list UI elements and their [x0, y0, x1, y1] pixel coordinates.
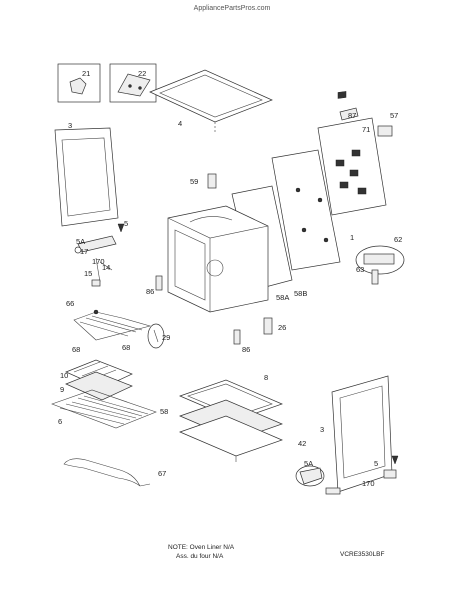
- part-14-terminal[interactable]: [99, 261, 113, 271]
- label-71: 71: [362, 125, 370, 134]
- label-10: 10: [60, 371, 68, 380]
- part-29-fuse[interactable]: [147, 323, 165, 349]
- part-5A-hinge-left[interactable]: [74, 235, 117, 254]
- part-59-sensor[interactable]: [207, 173, 217, 189]
- part-4-top-panel[interactable]: [149, 69, 273, 132]
- oven-cavity-frame[interactable]: [167, 205, 269, 313]
- part-15-wire-connector[interactable]: [91, 257, 101, 287]
- part-3-storage-drawer-front[interactable]: [331, 375, 393, 493]
- label-5-left: 5: [124, 219, 128, 228]
- part-62-switch-housing[interactable]: [355, 245, 405, 275]
- footer-note-line2: Ass. du four N/A: [176, 553, 224, 560]
- part-22-bracket[interactable]: [109, 63, 157, 103]
- label-170-right: 170: [362, 479, 375, 488]
- part-71-rear-panel[interactable]: [317, 91, 387, 216]
- label-170-left: 170: [92, 257, 105, 266]
- label-3-top: 3: [68, 121, 72, 130]
- label-58A: 58A: [276, 293, 289, 302]
- label-5A-right: 5A: [304, 459, 313, 468]
- label-5A-left: 5A: [76, 237, 85, 246]
- part-5-screw-left[interactable]: [117, 223, 125, 233]
- label-86-left: 86: [146, 287, 154, 296]
- label-63: 63: [356, 265, 364, 274]
- part-21-bracket[interactable]: [57, 63, 101, 103]
- label-26: 26: [278, 323, 286, 332]
- label-58B: 58B: [294, 289, 307, 298]
- label-68-right: 68: [122, 343, 130, 352]
- label-6: 6: [58, 417, 62, 426]
- part-26-bracket[interactable]: [263, 317, 273, 335]
- label-5-right: 5: [374, 459, 378, 468]
- part-6-oven-rack[interactable]: [51, 389, 157, 429]
- part-66-bake-element[interactable]: [73, 309, 152, 341]
- label-57: 57: [390, 111, 398, 120]
- label-58: 58: [160, 407, 168, 416]
- label-68-left: 68: [72, 345, 80, 354]
- label-15: 15: [84, 269, 92, 278]
- part-5-screw-right[interactable]: [391, 455, 399, 465]
- label-14: 14: [102, 263, 110, 272]
- label-62: 62: [394, 235, 402, 244]
- part-57-terminal-block[interactable]: [377, 125, 393, 137]
- part-86-clip-bottom[interactable]: [233, 329, 241, 345]
- label-29: 29: [162, 333, 170, 342]
- site-watermark: AppliancePartsPros.com: [194, 5, 271, 12]
- part-63-probe[interactable]: [371, 269, 379, 285]
- part-9-broil-pan[interactable]: [65, 371, 133, 401]
- label-21: 21: [82, 69, 90, 78]
- footer-note-line1: NOTE: Oven Liner N/A: [168, 544, 235, 551]
- label-3-right: 3: [320, 425, 324, 434]
- part-42-drawer-body[interactable]: [179, 415, 283, 462]
- label-42: 42: [298, 439, 306, 448]
- label-17: 17: [80, 247, 88, 256]
- label-59: 59: [190, 177, 198, 186]
- label-87: 87: [348, 111, 356, 120]
- part-5A-hinge-right[interactable]: [295, 465, 325, 487]
- label-66: 66: [66, 299, 74, 308]
- part-67-broil-element[interactable]: [63, 458, 151, 487]
- label-22: 22: [138, 69, 146, 78]
- label-67: 67: [158, 469, 166, 478]
- label-4: 4: [178, 119, 182, 128]
- model-code: VCRE3530LBF: [340, 551, 384, 558]
- part-3-oven-door[interactable]: [54, 127, 119, 227]
- part-87-label-plate[interactable]: [339, 107, 359, 121]
- label-8: 8: [264, 373, 268, 382]
- label-9: 9: [60, 385, 64, 394]
- label-86-bottom: 86: [242, 345, 250, 354]
- part-1-back-cover[interactable]: [271, 149, 341, 271]
- label-1: 1: [350, 233, 354, 242]
- part-170-latch-right[interactable]: [325, 469, 397, 495]
- part-86-clip-left[interactable]: [155, 275, 163, 291]
